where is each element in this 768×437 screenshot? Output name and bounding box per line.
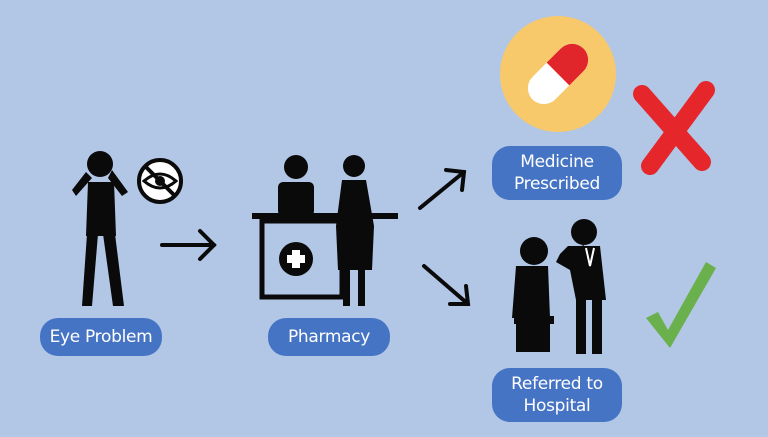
referred-to-hospital-label: Referred to Hospital	[492, 368, 622, 422]
pharmacy-counter-icon	[252, 155, 398, 306]
medicine-prescribed-label: Medicine Prescribed	[492, 146, 622, 200]
person-eye-pain-icon	[72, 151, 128, 306]
eye-problem-text: Eye Problem	[49, 327, 153, 347]
pill-icon	[500, 16, 616, 132]
pharmacy-label: Pharmacy	[268, 318, 390, 356]
medicine-line1: Medicine	[520, 152, 594, 172]
hospital-line1: Referred to	[511, 374, 603, 394]
check-mark-icon	[646, 262, 716, 348]
pharmacy-text: Pharmacy	[287, 327, 371, 347]
eye-problem-label: Eye Problem	[40, 318, 162, 356]
doctor-patient-icon	[512, 219, 606, 354]
hospital-line2: Hospital	[523, 396, 591, 416]
medicine-line2: Prescribed	[514, 174, 600, 194]
arrow-right-icon	[160, 229, 217, 261]
arrow-down-right-icon	[422, 264, 471, 306]
no-vision-icon	[137, 158, 183, 204]
arrow-up-right-icon	[418, 168, 467, 210]
cross-mark-icon	[633, 81, 715, 175]
